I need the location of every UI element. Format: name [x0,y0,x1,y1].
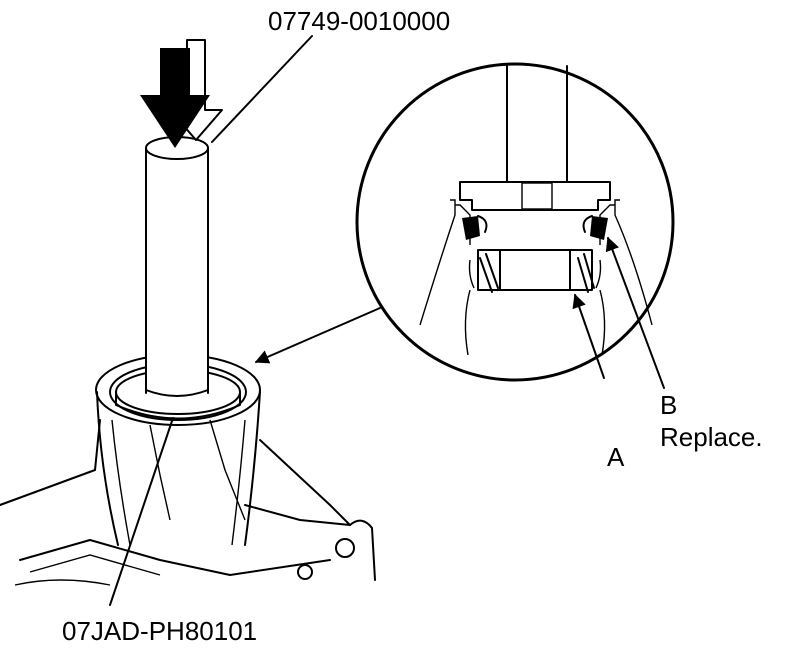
tool-top-leader [211,35,313,143]
detail-magnified-view [355,62,675,389]
callout-a-label: A [607,442,625,472]
detail-pointer-arrow [254,307,381,364]
tool-bottom-label: 07JAD-PH80101 [62,616,257,646]
tool-bottom-leader [109,417,174,606]
tool-top-label: 07749-0010000 [268,6,450,36]
callout-b-note: Replace. [660,422,763,452]
callout-b-label: B [660,390,677,420]
transmission-housing [0,419,376,586]
driver-handle [145,136,209,397]
press-direction-arrow [140,39,223,148]
